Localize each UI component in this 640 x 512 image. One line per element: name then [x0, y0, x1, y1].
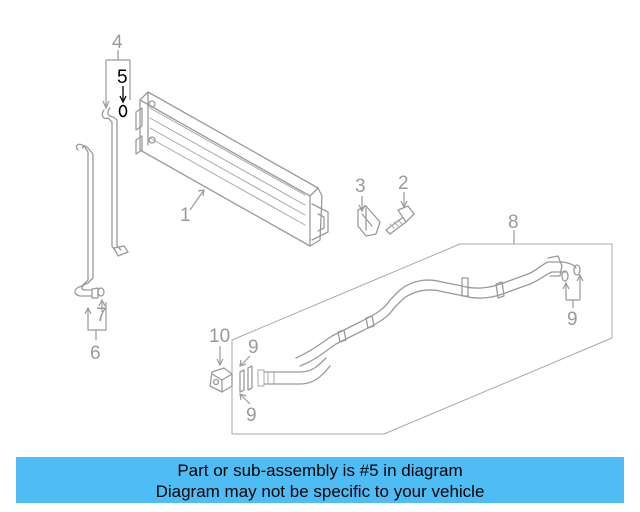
hose-assembly-part-8[interactable]	[231, 243, 613, 435]
bolt-part-2[interactable]	[385, 205, 415, 235]
seal-part-9-right[interactable]	[561, 264, 581, 282]
callout-3: 3	[355, 176, 366, 197]
parts-diagram: 4 5 1 3 2 8 9 7 6 10 9 9	[74, 32, 613, 435]
callout-6: 6	[90, 343, 101, 364]
leader-lines	[84, 50, 584, 405]
callout-9-left-top: 9	[248, 337, 259, 358]
connector-part-10[interactable]	[209, 367, 233, 393]
callout-9-left-bottom: 9	[246, 405, 257, 426]
callout-7: 7	[96, 305, 107, 326]
callout-4: 4	[112, 32, 123, 53]
callout-5-highlighted: 5	[117, 67, 128, 88]
info-banner: Part or sub-assembly is #5 in diagram Di…	[16, 457, 624, 503]
banner-line-disclaimer: Diagram may not be specific to your vehi…	[155, 482, 485, 501]
bracket-part-3[interactable]	[357, 205, 381, 237]
callout-10: 10	[209, 326, 230, 347]
callout-9-right: 9	[567, 309, 578, 330]
o-ring-part-5[interactable]	[118, 104, 128, 118]
cooler-pipe-lower[interactable]	[74, 143, 99, 299]
cooler-pipe-upper[interactable]	[101, 107, 129, 257]
seal-part-9-left[interactable]	[239, 365, 253, 393]
clip-part-7[interactable]	[97, 287, 105, 297]
callout-1: 1	[180, 205, 191, 226]
callout-8: 8	[508, 212, 519, 233]
banner-line-part: Part or sub-assembly is #5 in diagram	[177, 461, 463, 480]
callout-2: 2	[398, 173, 409, 194]
oil-cooler-part[interactable]	[135, 91, 329, 247]
